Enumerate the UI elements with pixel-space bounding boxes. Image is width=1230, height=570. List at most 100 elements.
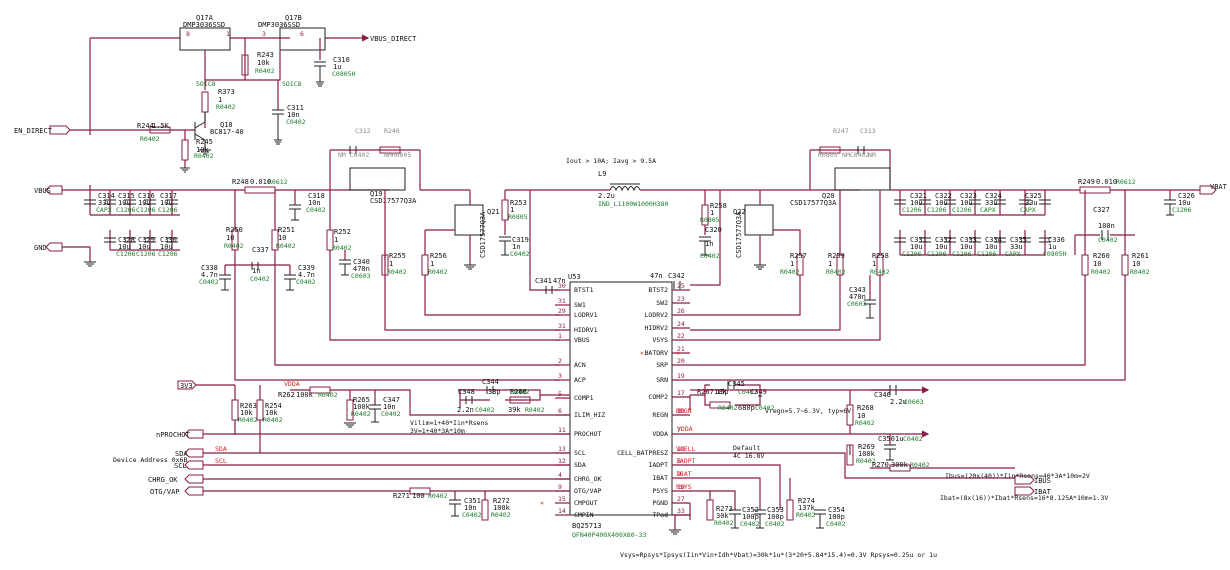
- svg-text:C317: C317: [160, 192, 177, 200]
- svg-text:R0402: R0402: [780, 268, 800, 276]
- svg-text:R0402: R0402: [428, 492, 448, 500]
- soic-b-label: SOIC8: [282, 80, 302, 88]
- svg-text:C1206: C1206: [116, 250, 136, 258]
- svg-text:R0402: R0402: [351, 410, 371, 418]
- svg-text:C0402: C0402: [738, 388, 758, 396]
- svg-text:C318: C318: [308, 192, 325, 200]
- ic-left-pin-number: 3: [558, 372, 562, 380]
- note-cell: 4C 16.8V: [733, 452, 764, 460]
- ic-right-pin-number: 26: [677, 307, 685, 315]
- q21-ref: Q21: [487, 208, 500, 216]
- port-chrg-ok: CHRG_OK: [148, 476, 178, 484]
- svg-text:C1206: C1206: [977, 250, 997, 258]
- ic-left-pin-name: CMPIN: [574, 511, 594, 519]
- svg-text:R0402: R0402: [910, 461, 930, 469]
- svg-text:R0805: R0805: [700, 216, 720, 224]
- port-scl: SCL: [174, 462, 187, 470]
- svg-text:C337: C337: [252, 246, 269, 254]
- svg-text:10n: 10n: [464, 504, 477, 512]
- net-vcell: VCELL: [676, 445, 696, 453]
- svg-text:1: 1: [790, 260, 794, 268]
- svg-text:10n: 10n: [383, 403, 396, 411]
- net-iadpt: IADPT: [676, 457, 696, 465]
- svg-text:×: ×: [540, 499, 544, 507]
- inductor-l9: Iout > 10A; Iavg > 9.5A L9 2.2u IND_L110…: [566, 157, 720, 208]
- svg-text:C349: C349: [750, 388, 767, 396]
- svg-text:C320: C320: [705, 226, 722, 234]
- svg-text:CAPX: CAPX: [1005, 250, 1021, 258]
- svg-text:R270: R270: [872, 461, 889, 469]
- svg-text:8: 8: [186, 30, 190, 38]
- svg-text:R259: R259: [828, 252, 845, 260]
- svg-text:C330: C330: [160, 236, 177, 244]
- svg-text:R0402: R0402: [796, 511, 816, 519]
- ic-right-pin-name: CELL_BATPRESZ: [617, 449, 668, 457]
- svg-text:C329: C329: [138, 236, 155, 244]
- svg-text:1.5K: 1.5K: [152, 122, 170, 130]
- l9-value: 2.2u: [598, 192, 615, 200]
- ic-left-pin-name: ACP: [574, 376, 586, 384]
- svg-text:10u: 10u: [985, 243, 998, 251]
- ic-part: BQ25713: [572, 522, 602, 530]
- svg-text:R373: R373: [218, 88, 235, 96]
- svg-text:R253: R253: [510, 199, 527, 207]
- port-vbus-direct: VBUS_DIRECT: [370, 35, 417, 43]
- svg-text:R248: R248: [232, 178, 249, 186]
- svg-text:R256: R256: [430, 252, 447, 260]
- ic-pkg: QFN40P400X400X80-33: [572, 531, 646, 539]
- svg-text:C0402: C0402: [296, 278, 316, 286]
- svg-text:R0612: R0612: [268, 178, 288, 186]
- svg-text:R0402: R0402: [276, 242, 296, 250]
- ic-left-pin-number: 12: [558, 457, 566, 465]
- q18-ref: Q18: [220, 121, 233, 129]
- svg-text:10u: 10u: [960, 199, 973, 207]
- svg-text:C347: C347: [383, 396, 400, 404]
- svg-text:C332: C332: [935, 236, 952, 244]
- svg-text:47n: 47n: [650, 272, 663, 280]
- svg-text:R269: R269: [858, 443, 875, 451]
- svg-text:C334: C334: [985, 236, 1002, 244]
- port-vbat: VBAT: [1210, 183, 1228, 191]
- q22-ref: Q22: [733, 208, 746, 216]
- port-en-direct: EN_DIRECT: [14, 127, 53, 135]
- net-ibat: IBAT: [676, 470, 692, 478]
- net-vdda-left: VDDA: [284, 380, 300, 388]
- q20-ref: Q20: [822, 192, 835, 200]
- svg-text:R0402: R0402: [216, 103, 236, 111]
- svg-text:C1206: C1206: [1172, 206, 1192, 214]
- svg-text:C350: C350: [878, 435, 895, 443]
- svg-text:NM: NM: [868, 151, 876, 159]
- svg-text:R0402: R0402: [140, 135, 160, 143]
- ic-left-pin-name: HIDRV1: [574, 326, 598, 334]
- svg-text:R0805: R0805: [508, 213, 528, 221]
- ic-left-pin-name: LODRV1: [574, 311, 598, 319]
- note-address: Device Address 0x6B: [113, 456, 187, 464]
- net-psys: PSYS: [676, 483, 692, 491]
- ic-right-pin-number: 17: [677, 389, 685, 397]
- svg-text:R258: R258: [872, 252, 889, 260]
- svg-text:R0402: R0402: [387, 268, 407, 276]
- ic-left-pin-name: ACN: [574, 361, 586, 369]
- svg-text:R266: R266: [510, 388, 527, 396]
- svg-text:10u: 10u: [160, 199, 173, 207]
- ic-left-pin-number: 31: [558, 322, 566, 330]
- svg-text:R274: R274: [798, 497, 815, 505]
- ic-right-pin-name: VDDA: [652, 430, 668, 438]
- svg-text:C344: C344: [482, 378, 499, 386]
- ic-left-pin-number: 1: [558, 332, 562, 340]
- svg-text:C327: C327: [1093, 206, 1110, 214]
- svg-text:0.010: 0.010: [250, 178, 271, 186]
- ic-left-pin-number: 9: [558, 483, 562, 491]
- q19-part: CSD17577Q3A: [370, 197, 417, 205]
- ic-right-pin-name: PGND: [652, 499, 668, 507]
- svg-text:×: ×: [640, 349, 644, 357]
- svg-text:10u: 10u: [118, 243, 131, 251]
- svg-text:R246: R246: [384, 127, 400, 135]
- port-otgvap: OTG/VAP: [150, 488, 180, 496]
- svg-text:C0402: C0402: [510, 388, 530, 396]
- svg-text:470n: 470n: [353, 265, 370, 273]
